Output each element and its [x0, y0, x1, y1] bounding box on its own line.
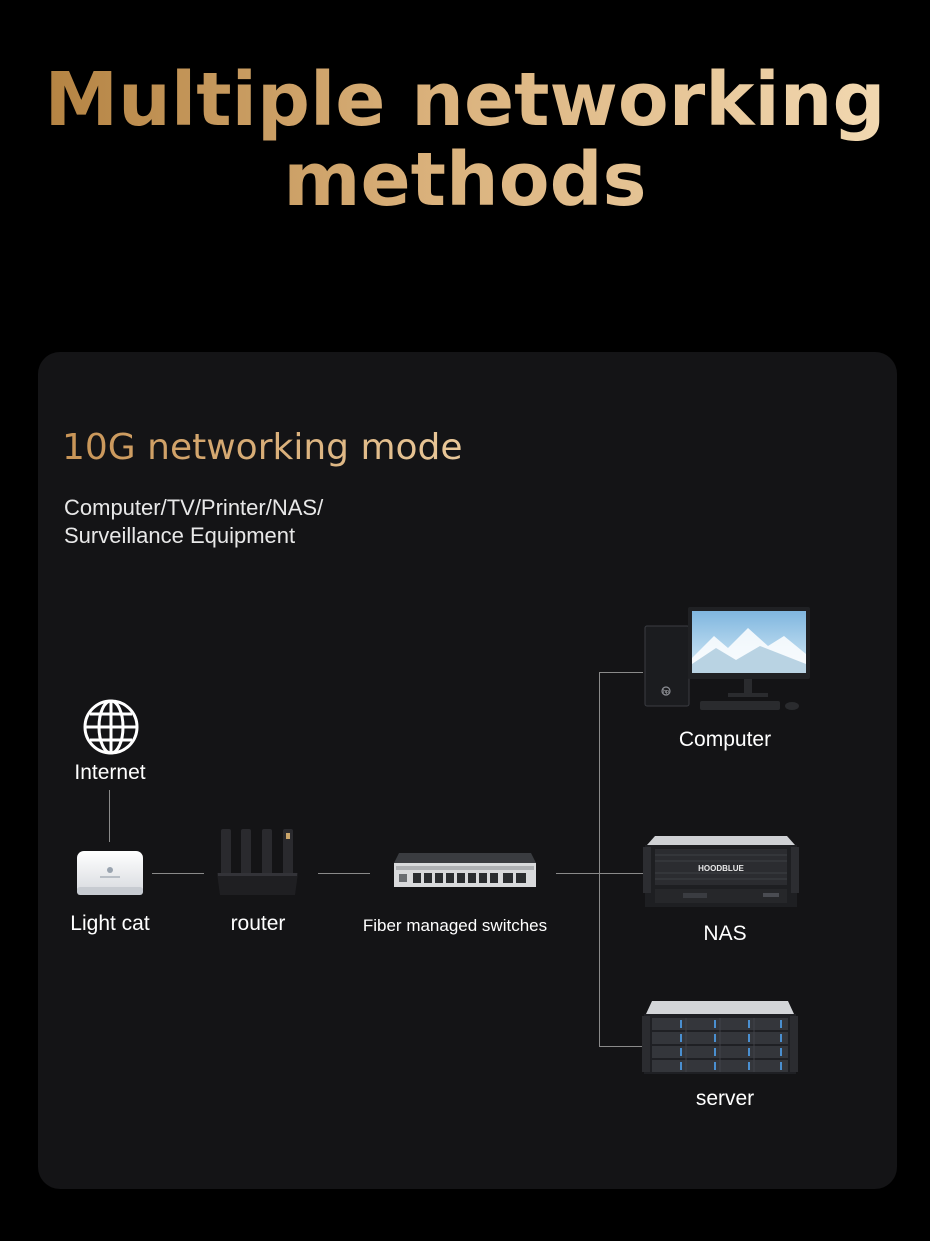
computer-brand: hp [663, 689, 669, 695]
light-cat-label: Light cat [70, 912, 150, 935]
computer-label: Computer [678, 728, 772, 751]
modem-icon [77, 851, 143, 895]
server-label: server [695, 1087, 755, 1110]
connector-trunk [599, 672, 600, 1047]
nas-brand: HOODBLUE [698, 864, 744, 873]
page-title-line-2: methods [283, 137, 647, 223]
subtitle-line-1: Computer/TV/Printer/NAS/ [64, 495, 324, 520]
page-title: Multiple networking methods [0, 60, 930, 220]
mode-title: 10G networking mode [62, 427, 463, 468]
switch-icon [394, 853, 536, 887]
globe-icon [83, 699, 139, 755]
connector-router-switch [318, 873, 370, 874]
server-icon [642, 1001, 798, 1074]
page-title-line-1: Multiple networking [44, 57, 886, 143]
desktop-computer-icon: hp [644, 607, 810, 710]
router-icon [217, 829, 298, 895]
connector-lightcat-router [152, 873, 204, 874]
subtitle-line-2: Surveillance Equipment [64, 523, 296, 548]
nas-label: NAS [703, 922, 747, 945]
switch-label: Fiber managed switches [362, 916, 548, 935]
connector-to-computer [599, 672, 643, 673]
internet-label: Internet [74, 761, 146, 784]
connector-to-server [599, 1046, 643, 1047]
connector-internet-lightcat [109, 790, 110, 842]
nas-icon: HOODBLUE [643, 836, 799, 907]
router-label: router [230, 912, 286, 935]
